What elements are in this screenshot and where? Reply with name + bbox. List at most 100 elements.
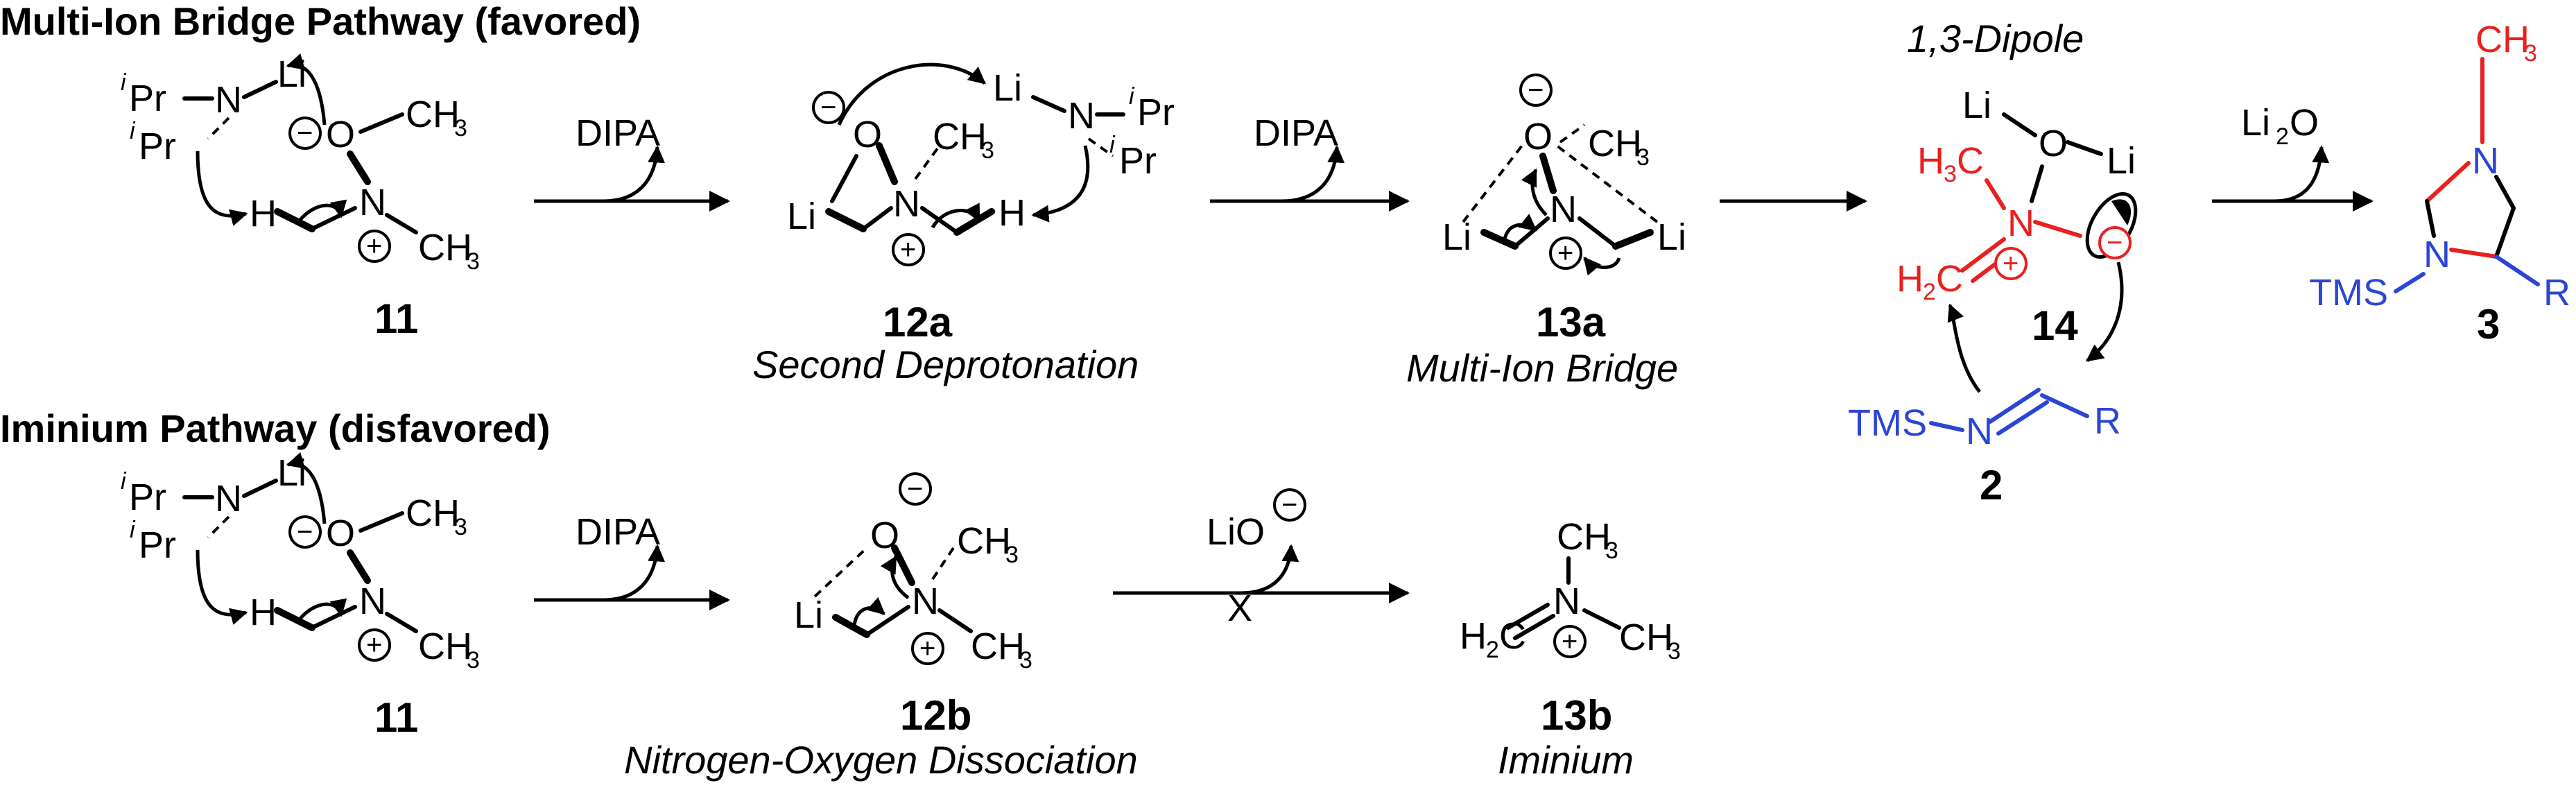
svg-text:2: 2 [1486, 637, 1499, 663]
svg-text:C: C [1499, 615, 1526, 657]
arrow-12a-to-13a: DIPA [1210, 112, 1410, 212]
svg-text:TMS: TMS [2309, 272, 2388, 314]
reagent-li2o-o: O [2290, 102, 2319, 144]
svg-text:+: + [1562, 626, 1577, 657]
svg-text:+: + [2003, 248, 2019, 279]
svg-text:CH: CH [406, 94, 460, 135]
svg-text:CH: CH [1588, 123, 1642, 164]
svg-text:Pr: Pr [1119, 140, 1157, 182]
svg-text:C: C [1936, 258, 1963, 300]
reagent-li2o-sub: 2 [2276, 123, 2289, 150]
svg-text:CH: CH [1557, 516, 1611, 558]
svg-text:−: − [1528, 75, 1544, 105]
svg-text:3: 3 [454, 514, 467, 540]
reagent-li2o-main: Li [2241, 102, 2270, 144]
compound-14: 1,3-Dipole Li O Li H 3 C N H 2 C + − 14 [1896, 17, 2138, 393]
svg-text:O: O [2039, 123, 2068, 164]
svg-text:N: N [1553, 581, 1580, 622]
label-14: 14 [2032, 302, 2078, 349]
svg-text:Li: Li [993, 67, 1022, 109]
svg-text:i: i [1109, 132, 1116, 158]
svg-text:N: N [2472, 140, 2499, 182]
svg-text:N: N [215, 79, 242, 121]
svg-text:i: i [121, 69, 127, 96]
blocked-x-mark: X [1227, 587, 1252, 629]
svg-text:CH: CH [971, 626, 1025, 667]
svg-text:H: H [250, 592, 277, 633]
svg-text:H: H [999, 192, 1026, 234]
compound-11-bottom: i Pr N Li i Pr − O CH 3 N H CH 3 + 11 [121, 452, 480, 741]
svg-text:+: + [919, 633, 935, 664]
svg-text:Pr: Pr [129, 78, 166, 119]
arrow-11-to-12a: DIPA [534, 112, 730, 212]
svg-text:N: N [359, 581, 386, 622]
svg-text:−: − [297, 118, 313, 148]
arrow-11-to-12b: DIPA [534, 511, 730, 610]
svg-text:3: 3 [1944, 161, 1957, 187]
svg-text:N: N [2423, 234, 2450, 275]
svg-text:Pr: Pr [1137, 92, 1175, 133]
svg-text:O: O [326, 513, 355, 554]
header-iminium-pathway: Iminium Pathway (disfavored) [0, 406, 551, 450]
svg-text:N: N [912, 581, 939, 622]
svg-text:3: 3 [1668, 638, 1681, 664]
label-11-top: 11 [374, 295, 418, 342]
svg-text:3: 3 [467, 647, 480, 673]
svg-text:Pr: Pr [139, 524, 176, 566]
caption-second-deprotonation: Second Deprotonation [752, 343, 1139, 386]
reagent-dipa-1: DIPA [576, 112, 660, 154]
svg-text:H: H [1917, 140, 1944, 182]
svg-text:Pr: Pr [139, 126, 176, 167]
reagent-dipa-2: DIPA [1254, 112, 1338, 154]
label-11-bottom: 11 [374, 694, 418, 741]
svg-text:N: N [893, 183, 920, 225]
svg-text:Li: Li [277, 53, 306, 95]
svg-text:Li: Li [794, 594, 823, 636]
compound-12a: − O CH 3 Li N + H Li N i Pr i Pr 12a Sec… [752, 62, 1175, 386]
svg-text:N: N [215, 478, 242, 519]
compound-11-top: i Pr N Li i Pr − O CH 3 N H CH 3 + 11 [121, 53, 480, 342]
svg-text:3: 3 [1005, 542, 1019, 568]
svg-text:H: H [1896, 258, 1924, 300]
svg-text:3: 3 [1636, 144, 1650, 171]
svg-text:+: + [900, 234, 916, 265]
svg-text:H: H [1460, 615, 1487, 657]
compound-2: TMS N R 2 [1848, 388, 2121, 508]
label-3: 3 [2477, 301, 2500, 347]
caption-nitrogen-oxygen-dissociation: Nitrogen-Oxygen Dissociation [624, 738, 1138, 782]
compound-12b: − O CH 3 N + Li CH 3 12b Nitrogen-Oxygen… [624, 472, 1138, 782]
svg-text:+: + [366, 231, 382, 261]
svg-text:Li: Li [2107, 140, 2136, 182]
label-12b: 12b [900, 692, 971, 739]
label-13b: 13b [1541, 692, 1612, 739]
compound-13b: CH 3 N H 2 C + CH 3 13b Iminium [1460, 516, 1681, 782]
svg-text:CH: CH [406, 492, 460, 534]
caption-iminium: Iminium [1498, 738, 1634, 782]
svg-text:O: O [326, 114, 355, 155]
svg-text:R: R [2094, 400, 2121, 442]
compound-13a: − O CH 3 N + Li Li 13a Multi-Ion Bridge [1406, 74, 1686, 390]
compound-3: CH 3 N N R TMS 3 [2309, 19, 2570, 347]
svg-text:CH: CH [1619, 617, 1673, 658]
svg-text:−: − [907, 474, 923, 504]
svg-text:−: − [1281, 490, 1297, 520]
svg-text:H: H [250, 193, 277, 234]
label-13a: 13a [1536, 299, 1606, 345]
svg-text:3: 3 [467, 248, 480, 275]
svg-text:i: i [1129, 83, 1135, 110]
svg-text:N: N [359, 182, 386, 223]
caption-1-3-dipole: 1,3-Dipole [1907, 17, 2084, 60]
svg-text:3: 3 [454, 115, 467, 141]
svg-text:Li: Li [277, 452, 306, 494]
svg-text:−: − [2107, 227, 2123, 258]
svg-text:CH: CH [933, 116, 987, 157]
svg-text:i: i [121, 468, 127, 495]
svg-text:i: i [130, 517, 136, 543]
svg-text:+: + [366, 630, 382, 660]
caption-multi-ion-bridge: Multi-Ion Bridge [1406, 346, 1678, 390]
svg-text:N: N [1550, 189, 1577, 230]
arrow-12b-to-13b-blocked: LiO − X [1113, 488, 1410, 629]
svg-text:CH: CH [957, 520, 1011, 562]
svg-text:CH: CH [418, 626, 472, 667]
